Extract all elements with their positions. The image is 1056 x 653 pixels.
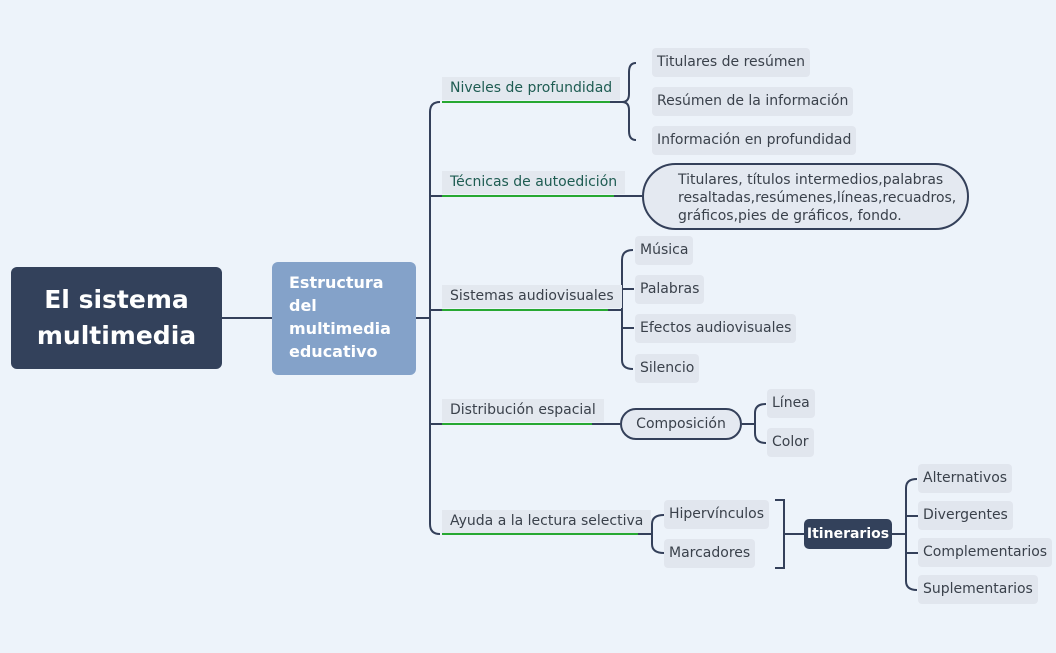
main-topic[interactable]: Estructura del multimedia educativo: [272, 262, 416, 375]
leaf-color[interactable]: Color: [767, 428, 814, 457]
tecnicas-detail[interactable]: Titulares, títulos intermedios,palabras …: [642, 163, 969, 230]
leaf-titulares[interactable]: Titulares de resúmen: [652, 48, 810, 77]
root-topic-label: El sistema multimedia: [36, 285, 197, 350]
branch-tecnicas[interactable]: Técnicas de autoedición: [442, 171, 626, 194]
leaf-efectos[interactable]: Efectos audiovisuales: [635, 314, 797, 343]
itinerarios-node[interactable]: Itinerarios: [804, 519, 892, 549]
leaf-divergentes[interactable]: Divergentes: [918, 501, 1013, 530]
tecnicas-detail-text: Titulares, títulos intermedios,palabras …: [678, 172, 957, 224]
leaf-musica[interactable]: Música: [635, 236, 694, 265]
main-topic-label: Estructura del multimedia educativo: [289, 273, 391, 361]
leaf-resumen-informacion[interactable]: Resúmen de la información: [652, 87, 854, 116]
leaf-palabras[interactable]: Palabras: [635, 275, 705, 304]
branch-distribucion[interactable]: Distribución espacial: [442, 399, 604, 422]
leaf-informacion-profundidad[interactable]: Información en profundidad: [652, 126, 857, 155]
leaf-linea[interactable]: Línea: [767, 389, 815, 418]
leaf-suplementarios[interactable]: Suplementarios: [918, 575, 1038, 604]
branch-sistemas[interactable]: Sistemas audiovisuales: [442, 285, 622, 308]
leaf-silencio[interactable]: Silencio: [635, 354, 700, 383]
branch-niveles[interactable]: Niveles de profundidad: [442, 77, 621, 100]
branch-ayuda[interactable]: Ayuda a la lectura selectiva: [442, 510, 652, 533]
leaf-alternativos[interactable]: Alternativos: [918, 464, 1013, 493]
leaf-hipervinculos[interactable]: Hipervínculos: [664, 500, 770, 529]
composicion-node[interactable]: Composición: [620, 408, 742, 440]
root-topic[interactable]: El sistema multimedia: [11, 267, 222, 369]
leaf-complementarios[interactable]: Complementarios: [918, 538, 1053, 567]
leaf-marcadores[interactable]: Marcadores: [664, 539, 756, 568]
